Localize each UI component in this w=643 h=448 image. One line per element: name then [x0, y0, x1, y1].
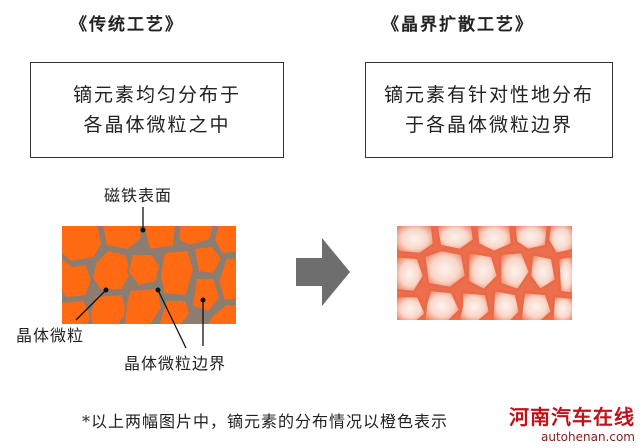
grain — [89, 293, 129, 324]
grain — [422, 288, 462, 320]
grain — [490, 288, 522, 320]
grain — [550, 294, 572, 320]
leader-lines — [75, 207, 204, 349]
diffusion-description-line-1: 镝元素有针对性地分布 — [383, 84, 594, 106]
diffusion-description-box: 镝元素有针对性地分布 于各晶体微粒边界 — [365, 62, 613, 158]
grain — [528, 252, 558, 292]
grain — [519, 290, 554, 320]
grain — [91, 249, 133, 291]
grain-boundary-diffusion-heading: 《晶界扩散工艺》 — [382, 15, 534, 35]
grain — [206, 303, 236, 324]
grain — [159, 249, 195, 297]
grain — [512, 226, 550, 252]
grain — [474, 226, 514, 254]
grain — [127, 253, 161, 287]
watermark: 河南汽车在线 autohenan.com — [509, 401, 635, 444]
grain — [498, 250, 532, 292]
grain — [466, 250, 500, 292]
grain — [62, 226, 103, 263]
footnote: *以上两幅图片中，镝元素的分布情况以橙色表示 — [82, 412, 449, 431]
grain-boundary-label: 晶体微粒边界 — [124, 354, 227, 373]
process-arrow-icon — [296, 238, 350, 306]
grain — [213, 226, 236, 255]
traditional-description-line-2: 各晶体微粒之中 — [83, 114, 231, 136]
grain — [397, 254, 426, 294]
watermark-brand: 河南汽车在线 — [509, 405, 635, 429]
grain — [157, 299, 191, 324]
grain — [556, 254, 572, 295]
grain — [546, 226, 572, 256]
diffusion-magnet-block — [397, 226, 572, 320]
boundary-point — [155, 287, 161, 293]
traditional-description-box: 镝元素均匀分布于 各晶体微粒之中 — [30, 62, 284, 158]
crystal-grain-label: 晶体微粒 — [16, 326, 85, 345]
surface-point — [140, 227, 146, 233]
traditional-magnet-block — [62, 226, 236, 324]
grain — [143, 226, 177, 251]
grain — [62, 256, 93, 299]
grain — [217, 257, 236, 301]
grain — [177, 226, 215, 247]
grain-point — [103, 287, 109, 293]
magnet-surface-label: 磁铁表面 — [104, 186, 173, 205]
grain — [397, 294, 428, 320]
traditional-process-heading: 《传统工艺》 — [70, 15, 184, 35]
leader-dots — [103, 227, 206, 303]
watermark-url: autohenan.com — [540, 430, 635, 444]
grain — [101, 226, 143, 251]
boundary-point-2 — [200, 297, 206, 303]
grain — [457, 290, 492, 320]
boundary-leader-line — [157, 289, 187, 349]
grain — [193, 245, 223, 275]
grain — [397, 226, 436, 256]
grain — [191, 277, 221, 313]
grain — [435, 226, 476, 252]
traditional-description-line-1: 镝元素均匀分布于 — [72, 84, 241, 106]
diffusion-description-line-2: 于各晶体微粒边界 — [404, 114, 573, 136]
grain — [422, 248, 468, 290]
grain — [62, 299, 93, 324]
grain-leader-line — [75, 289, 107, 321]
